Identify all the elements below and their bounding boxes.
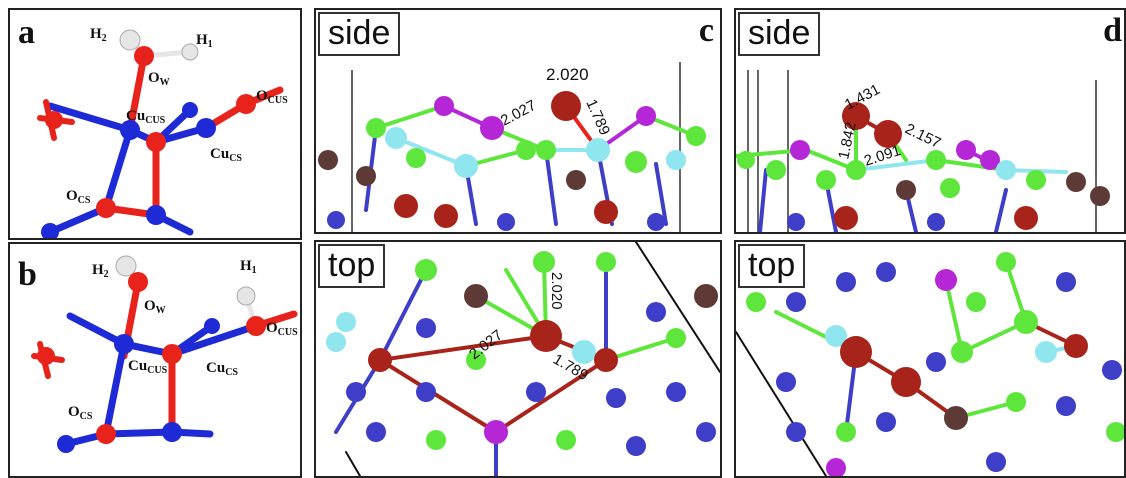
panel-c-side: 2.020 2.027 1.789 side c	[316, 10, 720, 232]
label-h2: H2	[90, 26, 107, 44]
label-cucs: CuCS	[206, 360, 238, 378]
atom-cucs	[196, 118, 216, 138]
panel-d-top: top	[736, 242, 1126, 476]
panel-letter-c: c	[694, 14, 718, 48]
view-label-c-side: side	[318, 12, 401, 56]
view-label-d-side: side	[738, 12, 821, 56]
label-h2: H2	[92, 262, 109, 280]
label-ow: OW	[148, 70, 170, 88]
panel-a: H2 H1 OW OCUS CuCUS CuCS OCS a	[10, 10, 300, 238]
panel-b-frame	[8, 242, 302, 478]
panel-c-side-structure: 2.020 2.027 1.789	[318, 62, 706, 232]
atom-ocus	[236, 94, 256, 114]
panel-b-structure: H2 H1 OW OCUS CuCUS CuCS OCS	[31, 255, 298, 453]
panel-letter-b: b	[14, 258, 41, 292]
label-cucs: CuCS	[210, 146, 242, 164]
panel-letter-a: a	[14, 16, 39, 50]
label-ocus: OCUS	[256, 88, 288, 106]
label-ow: OW	[144, 298, 166, 316]
view-label-d-top: top	[738, 244, 806, 288]
label-cucus: CuCUS	[128, 358, 168, 376]
panel-c-top: 2.020 2.027 1.789 top	[316, 242, 720, 476]
panel-b: H2 H1 OW OCUS CuCUS CuCS OCS b	[10, 244, 300, 476]
panel-d-top-frame	[734, 240, 1126, 478]
panel-c-top-structure: 2.020 2.027 1.789	[326, 242, 720, 476]
label-ocs: OCS	[66, 188, 91, 206]
panel-d-side-frame	[734, 8, 1126, 234]
panel-d-side-structure: 1.431 1.842 2.157 2.091	[736, 70, 1110, 232]
panel-d-top-structure	[736, 252, 1126, 476]
label-cucus: CuCUS	[126, 108, 166, 126]
panel-a-frame	[8, 8, 302, 240]
label-ocus: OCUS	[266, 320, 298, 338]
atom-h2	[119, 29, 141, 51]
panel-a-structure: H2 H1 OW OCUS CuCUS CuCS OCS	[37, 26, 288, 238]
atom-h1	[181, 43, 199, 61]
panel-letter-d: d	[1099, 14, 1126, 48]
atom-ow	[134, 46, 154, 66]
atom-cucus	[120, 120, 140, 140]
label-h1: H1	[240, 258, 257, 276]
label-ocs: OCS	[68, 404, 93, 422]
view-label-c-top: top	[318, 244, 386, 288]
dist-c-top-1: 2.020	[548, 272, 565, 310]
panel-c-side-frame	[314, 8, 722, 234]
dist-c-side-1: 2.020	[546, 65, 589, 84]
label-h1: H1	[196, 32, 213, 50]
atom-ocs	[96, 198, 116, 218]
panel-d-side: 1.431 1.842 2.157 2.091 side d	[736, 10, 1126, 232]
panel-c-top-frame	[314, 240, 722, 478]
